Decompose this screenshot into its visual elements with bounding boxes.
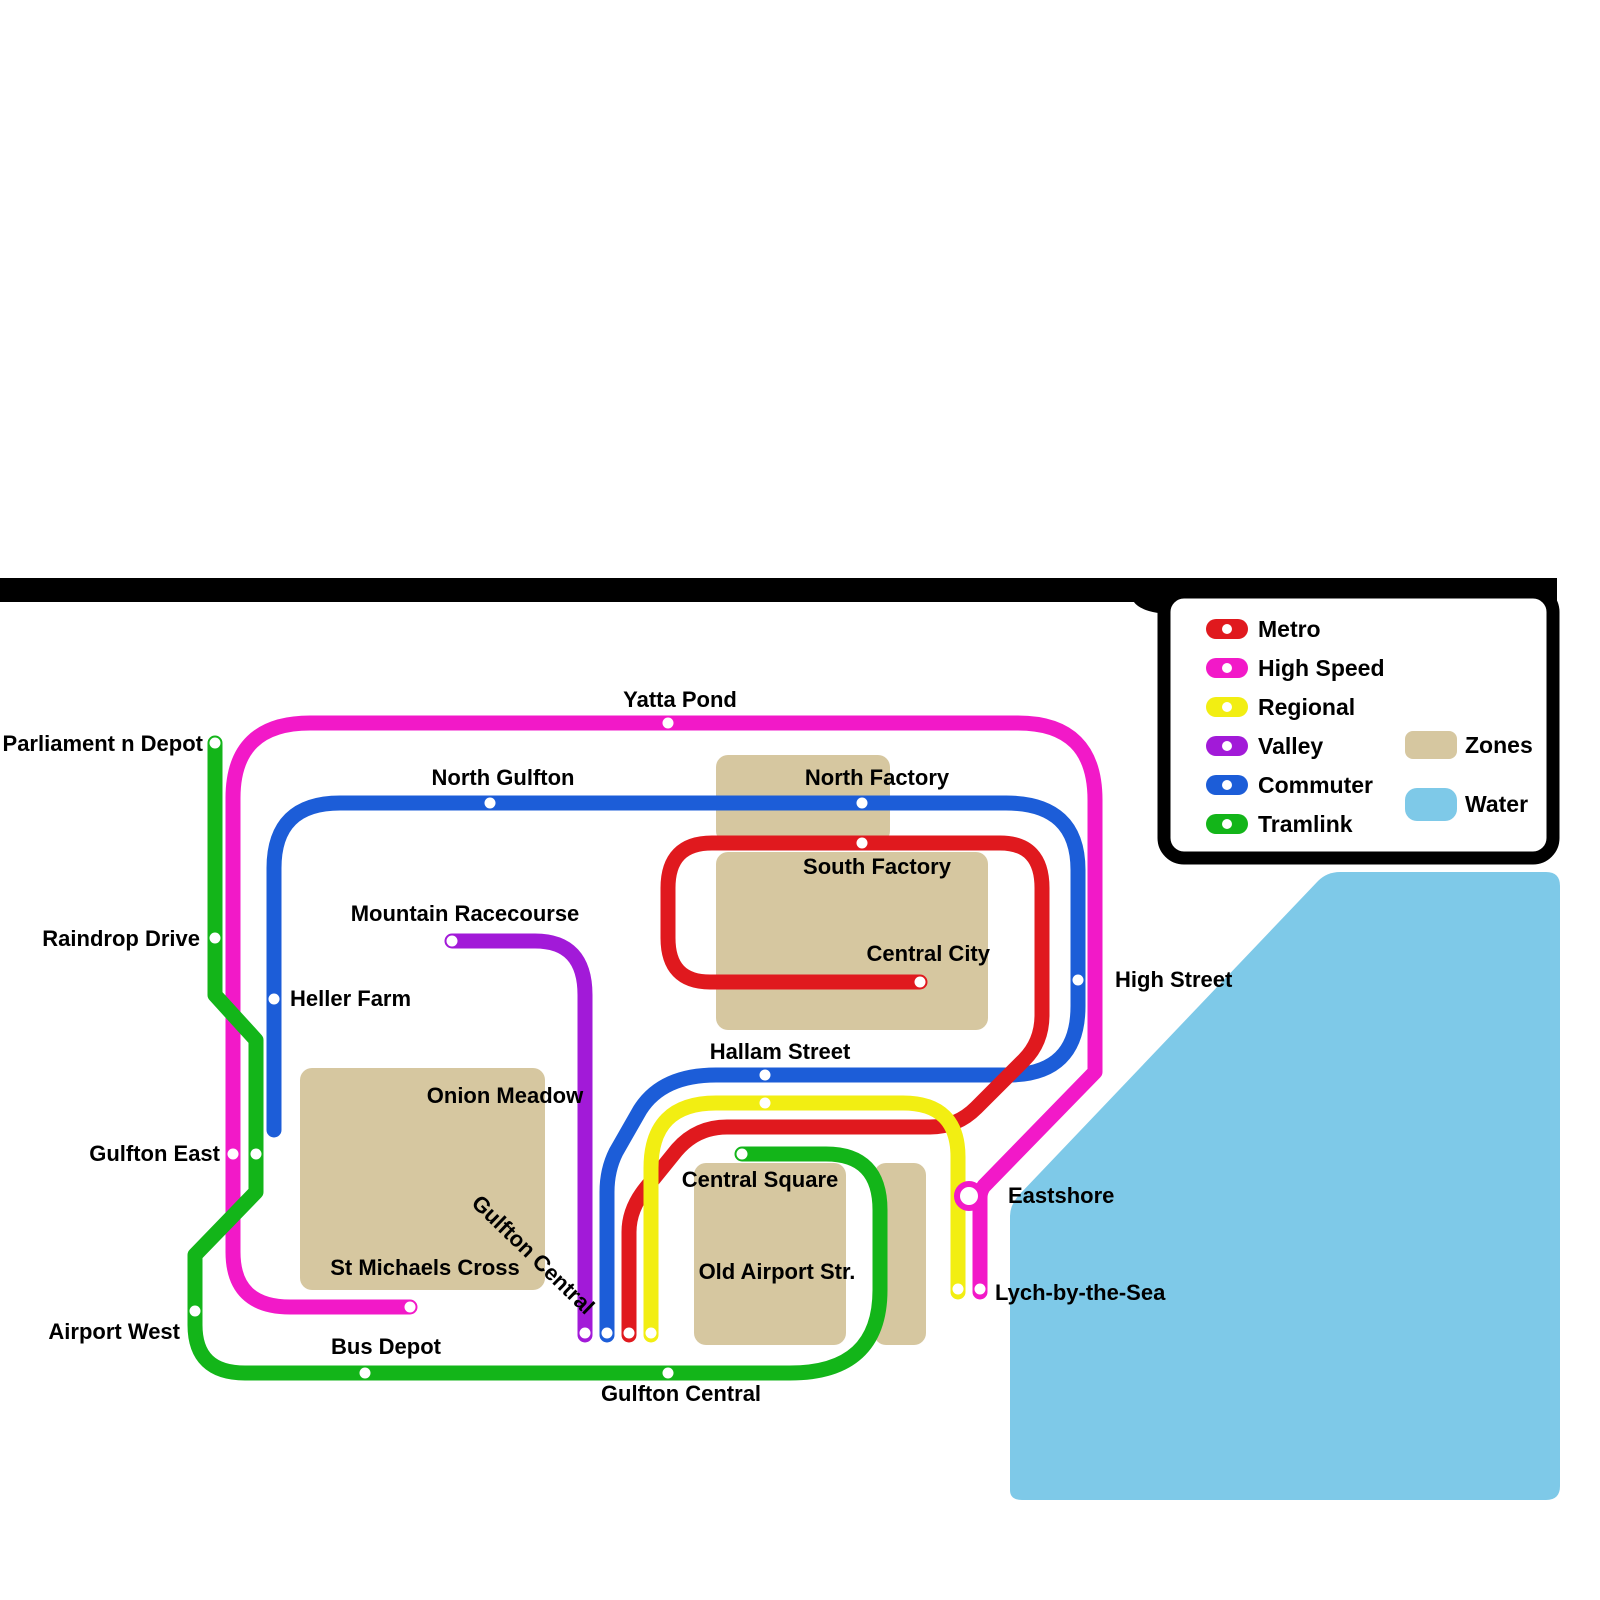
station-dot-gulfton-central-valley bbox=[579, 1327, 591, 1339]
station-dot-gulfton-central-metro bbox=[623, 1327, 635, 1339]
legend-swatch-metro-dot bbox=[1222, 624, 1232, 634]
station-dot-north-gulfton bbox=[484, 797, 496, 809]
line-commuter bbox=[266, 795, 1086, 1343]
station-dot-heller-farm bbox=[268, 993, 280, 1005]
station-label-north-gulfton: North Gulfton bbox=[432, 765, 575, 790]
legend-swatch-valley-dot bbox=[1222, 741, 1232, 751]
station-label-heller-farm: Heller Farm bbox=[290, 986, 411, 1011]
legend-label-tramlink: Tramlink bbox=[1258, 811, 1353, 837]
legend-label-metro: Metro bbox=[1258, 616, 1321, 642]
legend-label-zones: Zones bbox=[1465, 732, 1533, 758]
station-dot-gulfton-central-commuter bbox=[601, 1327, 613, 1339]
legend-box bbox=[1157, 585, 1560, 865]
station-label-eastshore: Eastshore bbox=[1008, 1183, 1114, 1208]
station-dot-st-michaels-cross bbox=[404, 1301, 416, 1313]
station-dot-north-factory bbox=[856, 797, 868, 809]
station-label-mountain-racecourse: Mountain Racecourse bbox=[351, 901, 580, 926]
station-dot-south-factory bbox=[856, 837, 868, 849]
line-tramlink bbox=[187, 735, 888, 1381]
station-dot-high-street bbox=[1072, 974, 1084, 986]
station-dot-yatta-pond bbox=[662, 717, 674, 729]
station-dot-gulfton-central-regional bbox=[645, 1327, 657, 1339]
station-label-parliament-n-depot: Parliament n Depot bbox=[3, 731, 204, 756]
station-dot-gulfton-central-tramlink bbox=[662, 1367, 674, 1379]
legend-row-valley: Valley bbox=[1206, 733, 1323, 759]
legend-swatch-tramlink-dot bbox=[1222, 819, 1232, 829]
line-valley bbox=[444, 933, 593, 1343]
station-label-st-michaels-cross: St Michaels Cross bbox=[330, 1255, 520, 1280]
zone-onion-meadow bbox=[300, 1068, 545, 1290]
station-label-gulfton-east: Gulfton East bbox=[89, 1141, 220, 1166]
line-regional bbox=[643, 1095, 966, 1343]
legend-label-commuter: Commuter bbox=[1258, 772, 1373, 798]
legend-label-valley: Valley bbox=[1258, 733, 1323, 759]
station-dot-parliament-n-depot bbox=[209, 737, 221, 749]
station-dot-airport-west bbox=[189, 1305, 201, 1317]
station-dot-raindrop-drive bbox=[209, 932, 221, 944]
legend-swatch-commuter-dot bbox=[1222, 780, 1232, 790]
station-dot-bus-depot bbox=[359, 1367, 371, 1379]
station-label-hallam-street: Hallam Street bbox=[710, 1039, 851, 1064]
water-area bbox=[1010, 872, 1560, 1500]
station-label-south-factory: South Factory bbox=[803, 854, 952, 879]
line-metro bbox=[621, 835, 1050, 1343]
legend-label-water: Water bbox=[1465, 791, 1528, 817]
station-dot-central-city bbox=[914, 976, 926, 988]
station-dot-lych-regional bbox=[952, 1283, 964, 1295]
station-label-old-airport-str: Old Airport Str. bbox=[699, 1259, 856, 1284]
legend: Metro High Speed Regional Valley Commute… bbox=[1206, 616, 1533, 837]
station-label-central-city: Central City bbox=[867, 941, 991, 966]
legend-swatch-high-speed-dot bbox=[1222, 663, 1232, 673]
legend-swatch-regional-dot bbox=[1222, 702, 1232, 712]
station-dot-gulfton-east-highspeed bbox=[227, 1148, 239, 1160]
station-label-high-street: High Street bbox=[1115, 967, 1233, 992]
station-label-raindrop-drive: Raindrop Drive bbox=[42, 926, 200, 951]
station-label-north-factory: North Factory bbox=[805, 765, 950, 790]
legend-swatch-zones-icon bbox=[1405, 731, 1457, 759]
station-label-bus-depot: Bus Depot bbox=[331, 1334, 442, 1359]
station-ring-eastshore bbox=[954, 1181, 984, 1211]
legend-label-regional: Regional bbox=[1258, 694, 1355, 720]
station-dot-mountain-racecourse bbox=[446, 935, 458, 947]
station-label-yatta-pond: Yatta Pond bbox=[623, 687, 737, 712]
legend-label-high-speed: High Speed bbox=[1258, 655, 1385, 681]
station-dot-gulfton-east-tramlink bbox=[250, 1148, 262, 1160]
station-dot-hallam-street-commuter bbox=[759, 1069, 771, 1081]
legend-row-tramlink: Tramlink bbox=[1206, 811, 1353, 837]
station-label-airport-west: Airport West bbox=[48, 1319, 180, 1344]
station-label-lych-by-the-sea: Lych-by-the-Sea bbox=[995, 1280, 1166, 1305]
line-high-speed bbox=[225, 715, 1103, 1315]
station-label-gulfton-central: Gulfton Central bbox=[601, 1381, 761, 1406]
station-dot-central-square bbox=[736, 1148, 748, 1160]
station-label-central-square: Central Square bbox=[682, 1167, 839, 1192]
legend-row-zones: Zones bbox=[1405, 731, 1533, 759]
station-dot-hallam-street-regional bbox=[759, 1097, 771, 1109]
legend-swatch-water-icon bbox=[1405, 788, 1457, 821]
zone-old-airport bbox=[694, 1163, 846, 1345]
station-dot-lych-highspeed bbox=[974, 1283, 986, 1295]
legend-row-water: Water bbox=[1405, 788, 1528, 821]
legend-row-commuter: Commuter bbox=[1206, 772, 1373, 798]
legend-row-high-speed: High Speed bbox=[1206, 655, 1385, 681]
legend-row-regional: Regional bbox=[1206, 694, 1355, 720]
legend-row-metro: Metro bbox=[1206, 616, 1321, 642]
station-label-onion-meadow: Onion Meadow bbox=[427, 1083, 584, 1108]
